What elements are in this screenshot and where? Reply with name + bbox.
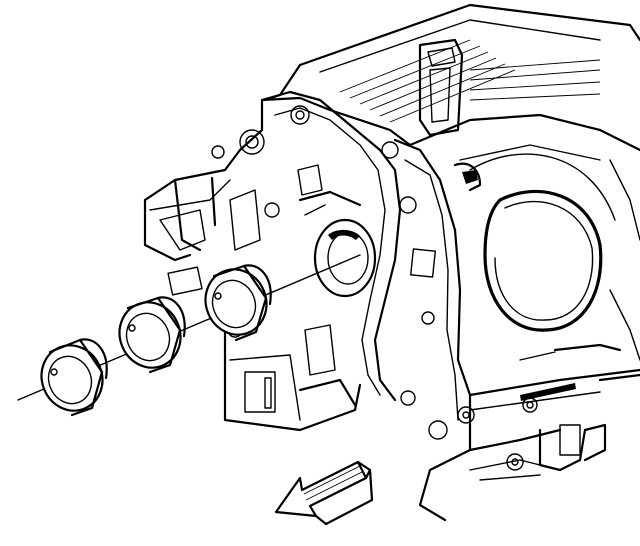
- camshaft-bearing-3: [204, 264, 272, 342]
- engine-block: [143, 3, 640, 522]
- cylinder-bore: [469, 153, 616, 332]
- installation-direction-arrow: [274, 460, 374, 526]
- camshaft-bearing-2: [118, 296, 186, 374]
- camshaft-bore: [313, 218, 377, 298]
- valley-ribs: [339, 39, 601, 123]
- camshaft-bearing-1: [40, 338, 108, 417]
- valley-boss: [418, 38, 464, 137]
